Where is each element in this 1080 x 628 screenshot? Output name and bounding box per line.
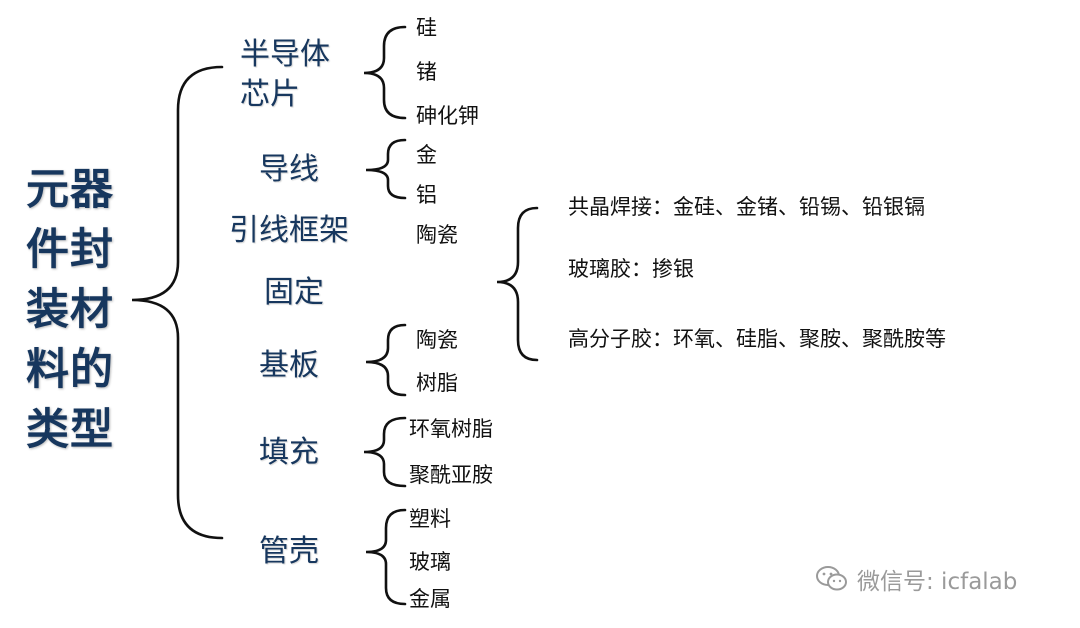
brace-fixing bbox=[496, 206, 539, 362]
item-germanium: 锗 bbox=[416, 60, 437, 84]
category-lead-frame: 引线框架 bbox=[229, 213, 349, 248]
watermark: 微信号: icfalab bbox=[815, 562, 1017, 596]
item-gold: 金 bbox=[416, 143, 437, 167]
category-filling: 填充 bbox=[259, 435, 319, 470]
category-substrate: 基板 bbox=[259, 348, 319, 383]
category-fixing: 固定 bbox=[264, 275, 324, 310]
root-brace bbox=[131, 65, 224, 540]
item-substrate-ceramic: 陶瓷 bbox=[416, 328, 458, 352]
root-label: 元器 件封 装材 料的 类型 bbox=[26, 165, 114, 455]
fixing-polymer-glue: 高分子胶：环氧、硅脂、聚胺、聚酰胺等 bbox=[568, 327, 946, 351]
fixing-eutectic: 共晶焊接：金硅、金锗、铅锡、铅银镉 bbox=[568, 195, 925, 219]
fixing-glass-glue: 玻璃胶：掺银 bbox=[568, 257, 694, 281]
watermark-text: 微信号: icfalab bbox=[857, 569, 1018, 595]
item-gallium-arsenide: 砷化钾 bbox=[416, 104, 479, 128]
category-wire: 导线 bbox=[259, 152, 319, 187]
brace-shell bbox=[365, 508, 407, 606]
brace-chip bbox=[363, 25, 407, 120]
item-metal: 金属 bbox=[409, 587, 451, 611]
item-polyimide: 聚酰亚胺 bbox=[409, 463, 493, 487]
item-silicon: 硅 bbox=[416, 16, 437, 40]
item-plastic: 塑料 bbox=[409, 507, 451, 531]
item-epoxy-resin: 环氧树脂 bbox=[409, 417, 493, 441]
brace-filling bbox=[363, 416, 407, 488]
item-ceramic: 陶瓷 bbox=[416, 223, 458, 247]
category-semiconductor-chip: 半导体 芯片 bbox=[240, 37, 330, 112]
category-shell: 管壳 bbox=[259, 534, 319, 569]
wechat-icon bbox=[815, 564, 849, 594]
brace-substrate bbox=[365, 323, 407, 397]
item-aluminum: 铝 bbox=[416, 183, 437, 207]
brace-wire bbox=[365, 138, 407, 200]
item-resin: 树脂 bbox=[416, 371, 458, 395]
item-glass: 玻璃 bbox=[409, 550, 451, 574]
